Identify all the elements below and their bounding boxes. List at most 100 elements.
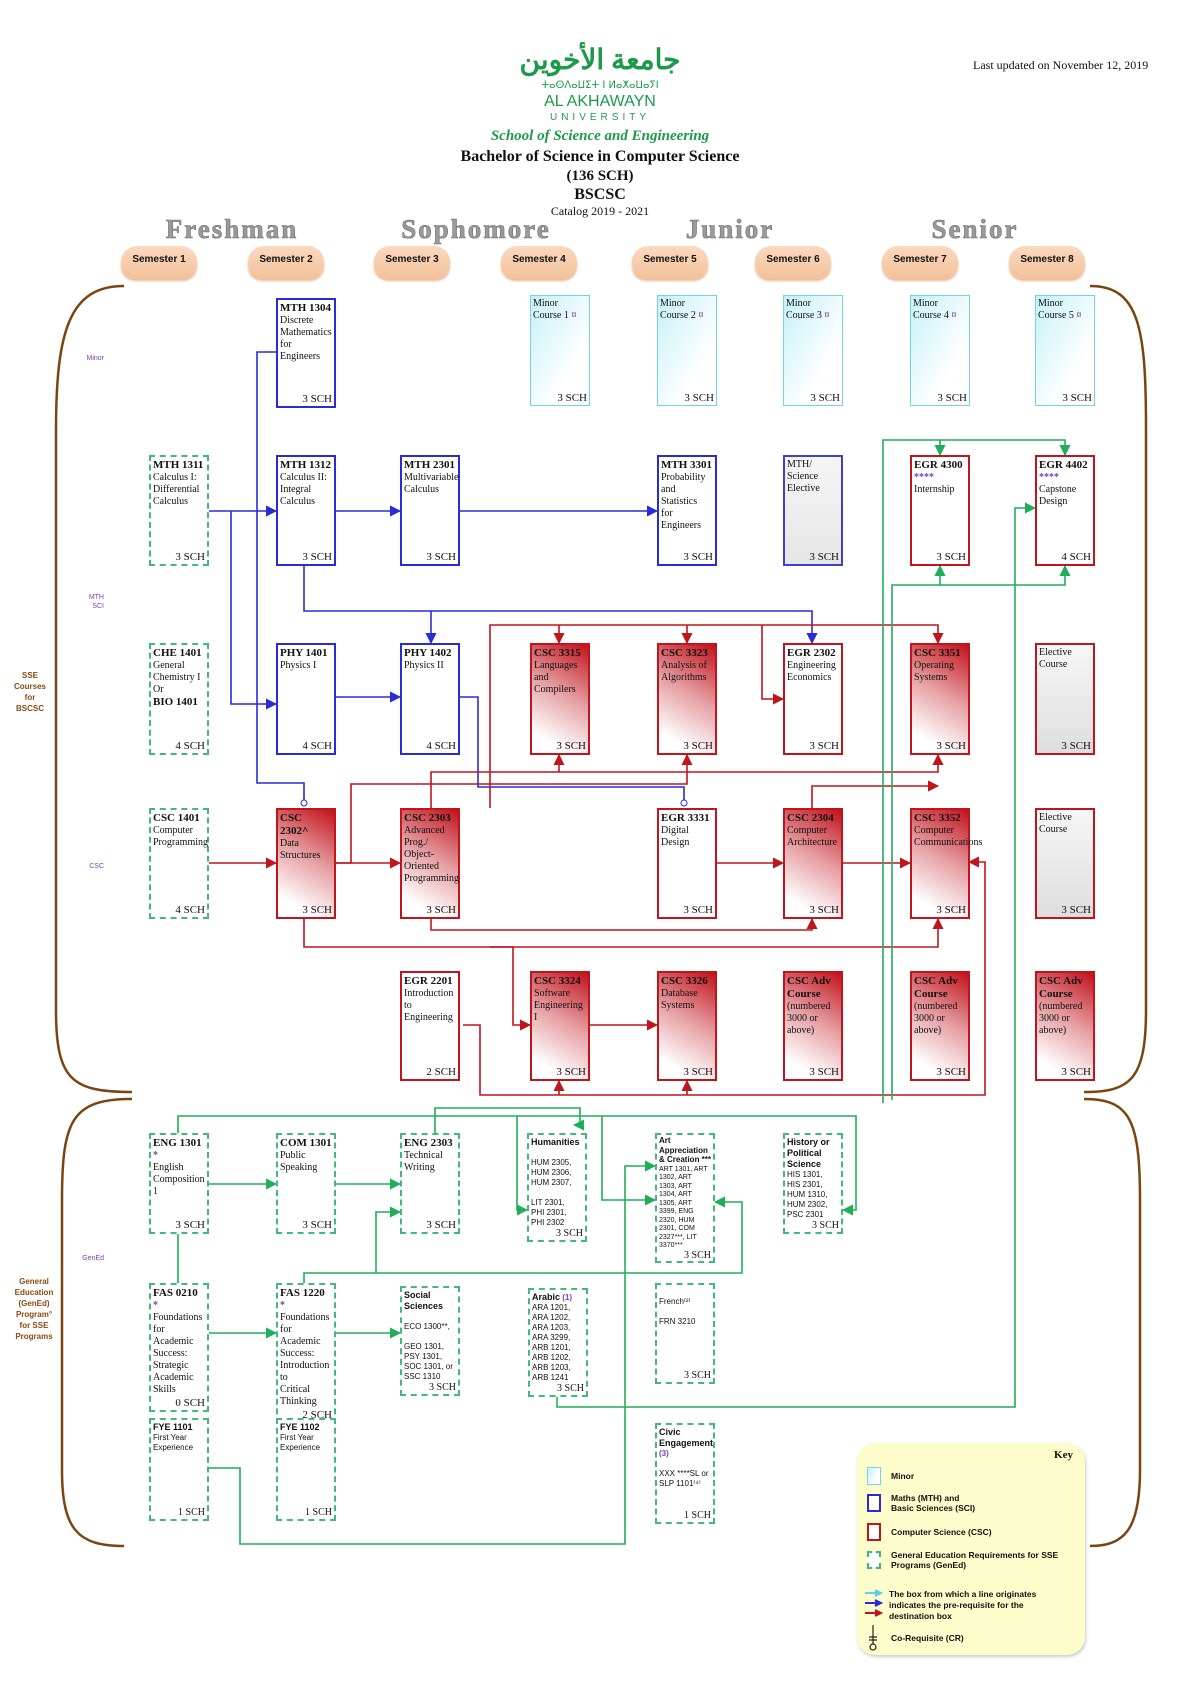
logo-university: UNIVERSITY [549, 112, 650, 123]
minor-note: ¤ [571, 310, 577, 321]
credit-hours: 3 SCH [684, 1249, 711, 1261]
course-box-civic-engagement: Civic Engagement (3) XXX ****SL or SLP 1… [655, 1423, 715, 1524]
course-description-block: Minor Course 1 ¤ [533, 298, 587, 322]
semester-3-header: Semester 3 [374, 246, 450, 279]
credit-hours: 3 SCH [175, 1219, 205, 1231]
course-description-block: Operating Systems [914, 660, 966, 684]
school-name: School of Science and Engineering [490, 128, 710, 144]
course-description: Public Speaking [280, 1150, 318, 1173]
logo-name: AL AKHAWAYN [544, 93, 656, 110]
course-description-block: First Year Experience [280, 1433, 332, 1453]
course-heading: EGR 4300**** [914, 459, 966, 484]
credit-hours: 3 SCH [1061, 1066, 1091, 1078]
credit-hours: 4 SCH [175, 740, 205, 752]
credit-hours: 3 SCH [684, 1370, 711, 1381]
course-code: CSC 3324 [534, 975, 581, 987]
course-heading: FYE 1102 [280, 1422, 332, 1433]
course-code: Art Appreciation & Creation *** [659, 1136, 712, 1164]
credit-hours: 3 SCH [937, 392, 967, 404]
course-description: Advanced Prog./ Object- Oriented Program… [404, 825, 459, 884]
course-heading: FAS 1220 * [280, 1287, 332, 1312]
credit-hours: 2 SCH [426, 1066, 456, 1078]
credit-hours: 3 SCH [683, 904, 713, 916]
course-code: History or Political Science [787, 1137, 830, 1169]
course-code: Civic Engagement [659, 1427, 714, 1448]
semester-6-header: Semester 6 [755, 246, 831, 279]
csc-row-label: CSC [89, 863, 104, 870]
gened-program-label: General Education (GenEd) Program° for S… [14, 1277, 54, 1341]
course-description-block: Probability and Statistics for Engineers [661, 472, 713, 532]
course-code: MTH 1312 [280, 459, 332, 471]
course-description-block: Foundations for Academic Success: Introd… [280, 1312, 332, 1408]
mth-sci-row-label: MTH SCI [88, 594, 104, 610]
course-description-block: Computer Communications [914, 825, 982, 849]
course-description-block: Foundations for Academic Success: Strate… [153, 1312, 205, 1396]
course-description: Computer Programming [153, 825, 208, 848]
course-code: CSC 3315 [534, 647, 581, 659]
prerequisite-arrow [761, 625, 785, 705]
prerequisite-arrow [882, 439, 1071, 1103]
course-heading: MTH 1311 [153, 459, 205, 472]
course-heading: Arabic (1) [532, 1292, 584, 1303]
course-description: First Year Experience [280, 1433, 321, 1452]
course-description: Analysis of Algorithms [661, 660, 707, 683]
course-description: Minor Course 2 [660, 298, 696, 321]
course-description-block: Discrete Mathematics for Engineers [280, 315, 332, 363]
course-description-block: Software Engineering I [534, 988, 586, 1024]
course-description: Foundations for Academic Success: Strate… [153, 1312, 203, 1395]
course-code: ENG 1301 [153, 1137, 202, 1149]
key-minor-label: Minor [891, 1471, 915, 1481]
course-description-block: Digital Design [661, 825, 713, 849]
course-box-csc-adv-course: CSC Adv Course(numbered 3000 or above) 3 … [1035, 971, 1095, 1081]
course-box-egr-4300: EGR 4300****Internship 3 SCH [910, 455, 970, 566]
credit-hours: 3 SCH [936, 904, 966, 916]
prerequisite-arrow [891, 564, 1071, 1100]
credit-hours: 3 SCH [175, 551, 205, 563]
course-description: Internship [914, 484, 955, 495]
credit-hours: 3 SCH [936, 551, 966, 563]
course-code: MTH 3301 [661, 459, 713, 471]
credit-hours: 3 SCH [684, 392, 714, 404]
course-description: Discrete Mathematics for Engineers [280, 315, 332, 362]
prerequisite-arrow [375, 1206, 402, 1273]
course-box-humanities: Humanities HUM 2305, HUM 2306, HUM 2307,… [527, 1133, 587, 1242]
course-box-csc-adv-course: CSC Adv Course(numbered 3000 or above)3 … [910, 971, 970, 1081]
course-code: CSC Adv Course [1039, 975, 1083, 1000]
course-description-block: (numbered 3000 or above) [1039, 1001, 1091, 1037]
course-description: Minor Course 3 [786, 298, 822, 321]
course-box-art-appreciation-creation: Art Appreciation & Creation ***ART 1301,… [655, 1133, 715, 1263]
course-description-block: Advanced Prog./ Object- Oriented Program… [404, 825, 459, 885]
course-heading: PHY 1401 [280, 647, 332, 660]
credit-hours: 4 SCH [1061, 551, 1091, 563]
course-description: Multivariable Calculus [404, 472, 459, 495]
course-description-block: Analysis of Algorithms [661, 660, 713, 684]
legend-key: Key Minor Maths (MTH) and Basic Sciences… [857, 1443, 1085, 1655]
course-description-block: Languages and Compilers [534, 660, 586, 696]
course-description: Minor Course 5 [1038, 298, 1074, 321]
course-description: First Year Experience [153, 1433, 194, 1452]
course-description: (numbered 3000 or above) [787, 1001, 831, 1036]
course-description-block: Calculus I: Differential Calculus [153, 472, 205, 508]
course-description: English Composition 1 [153, 1162, 205, 1197]
credit-hours: 1 SCH [178, 1507, 205, 1518]
course-code: EGR 2302 [787, 647, 836, 659]
prerequisite-arrow [430, 753, 944, 808]
course-description-block: HUM 2305, HUM 2306, HUM 2307, LIT 2301, … [531, 1148, 583, 1228]
minor-swatch [867, 1467, 881, 1485]
course-heading: Art Appreciation & Creation *** [659, 1136, 712, 1166]
course-code: FYE 1101 [153, 1422, 193, 1432]
semester-8-header: Semester 8 [1009, 246, 1085, 279]
course-description: (numbered 3000 or above) [914, 1001, 958, 1036]
course-note: * [153, 1150, 158, 1161]
